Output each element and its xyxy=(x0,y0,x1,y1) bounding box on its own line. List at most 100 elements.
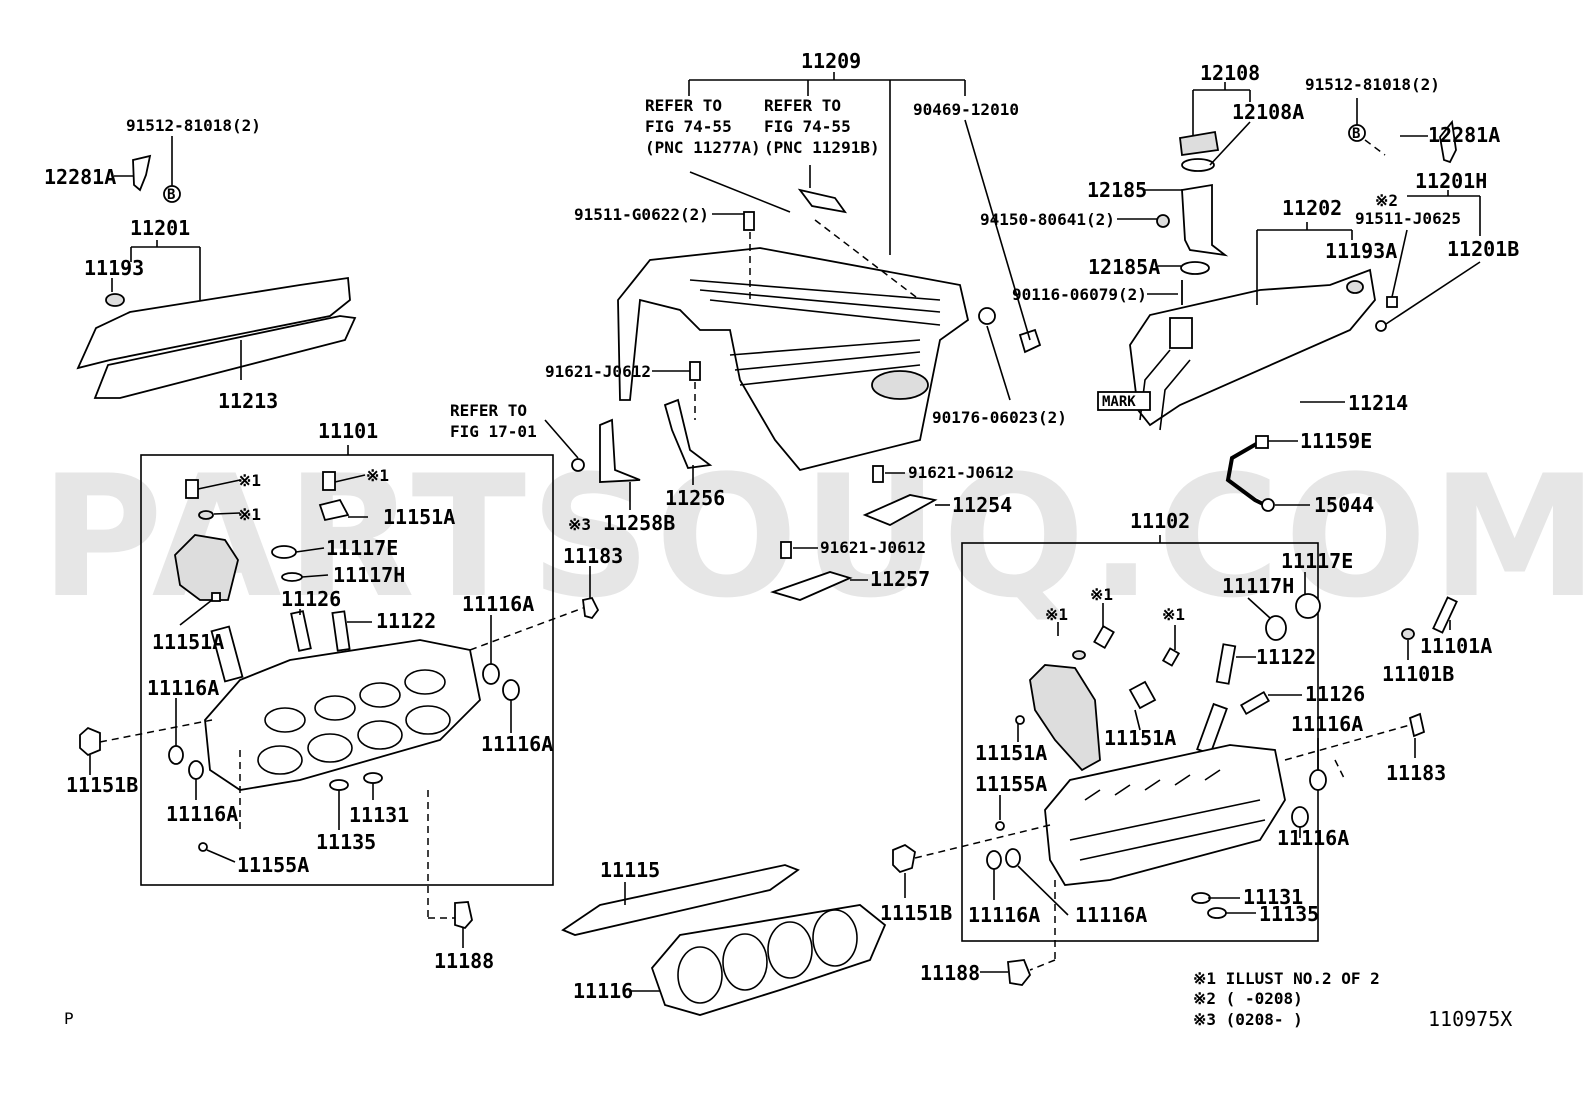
oil-cap-12108[interactable] xyxy=(1179,130,1220,157)
seal-11131-right[interactable] xyxy=(1191,892,1211,904)
label-15044: 15044 xyxy=(1314,493,1374,517)
bolt-left-a[interactable] xyxy=(185,479,199,499)
plug-11188-left[interactable] xyxy=(454,901,473,930)
seal-11151b-left[interactable] xyxy=(79,726,101,757)
gasket-11116[interactable] xyxy=(650,904,887,1016)
plug-11116a-right-c[interactable] xyxy=(1309,769,1327,791)
label-11209: 11209 xyxy=(801,49,861,73)
nut-94150[interactable] xyxy=(1156,214,1170,228)
label-91511-j0625: 91511-J0625 xyxy=(1355,209,1461,228)
plug-11151a-left[interactable] xyxy=(211,592,221,602)
label-90176: 90176-06023(2) xyxy=(932,408,1067,427)
cap-11151a-left[interactable] xyxy=(318,498,350,522)
label-11201b: 11201B xyxy=(1447,237,1519,261)
v6-emblem[interactable] xyxy=(797,188,848,214)
plug-11116a-left-b[interactable] xyxy=(188,760,204,780)
label-91511-g0622: 91511-G0622(2) xyxy=(574,205,709,224)
washer-left-a[interactable] xyxy=(198,510,214,520)
bolt-91511-j0625[interactable] xyxy=(1386,296,1398,308)
oring-11117h-left[interactable] xyxy=(281,572,303,582)
cam-housing-right[interactable] xyxy=(1029,664,1101,772)
seal-11151b-right[interactable] xyxy=(892,843,916,874)
label-11122-right: 11122 xyxy=(1256,645,1316,669)
bracket-11257[interactable] xyxy=(770,571,853,601)
plug-11188-right[interactable] xyxy=(1007,959,1032,986)
gasket-12108a[interactable] xyxy=(1181,158,1215,172)
seal-11183-right[interactable] xyxy=(1408,712,1426,738)
gasket-11213[interactable] xyxy=(93,315,357,399)
washer-right-a[interactable] xyxy=(1072,650,1086,660)
plug-11116a-left-a[interactable] xyxy=(168,745,184,765)
bolt-right-b[interactable] xyxy=(1161,647,1181,667)
label-91621-a: 91621-J0612 xyxy=(545,362,651,381)
label-11117h-right: 11117H xyxy=(1222,574,1294,598)
seal-11135-left[interactable] xyxy=(329,779,349,791)
plug-11155a-right[interactable] xyxy=(995,821,1005,831)
label-11151a-right-a: 11151A xyxy=(1104,726,1176,750)
bolt-11159e[interactable] xyxy=(1255,435,1269,449)
cylinder-head-right[interactable] xyxy=(1044,744,1286,886)
guide-11126-right[interactable] xyxy=(1240,690,1270,716)
bracket-11254[interactable] xyxy=(862,494,938,526)
head-cover-right[interactable] xyxy=(1129,268,1376,427)
plug-11116a-right-b[interactable] xyxy=(1005,848,1021,868)
plug-11151a-right[interactable] xyxy=(1015,715,1025,725)
engine-cover-11209[interactable] xyxy=(617,247,970,472)
watermark: PARTSOUQ.COM xyxy=(40,439,1592,635)
gasket-11115[interactable] xyxy=(561,864,800,936)
seal-11135-right[interactable] xyxy=(1207,907,1227,919)
union-15044[interactable] xyxy=(1261,498,1275,512)
bolt-11101a[interactable] xyxy=(1432,596,1458,634)
plug-11116a-left-c[interactable] xyxy=(482,663,500,685)
head-left-parts xyxy=(168,471,520,852)
plug-11117e-left[interactable] xyxy=(271,545,297,559)
bracket-12281a-left[interactable] xyxy=(132,154,152,192)
seal-11183-left[interactable] xyxy=(582,596,600,620)
washer-11101b[interactable] xyxy=(1401,628,1415,640)
oring-11117h-right[interactable] xyxy=(1265,615,1287,641)
plug-11155a-left[interactable] xyxy=(198,842,208,852)
cam-housing-left[interactable] xyxy=(174,534,239,601)
bolt-91621-j0612-b[interactable] xyxy=(872,465,884,483)
label-90469: 90469-12010 xyxy=(913,100,1019,119)
label-11116: 11116 xyxy=(573,979,633,1003)
pipe-left[interactable] xyxy=(210,625,244,683)
bolt-91621-j0612-a[interactable] xyxy=(689,361,701,381)
plug-11116a-right-a[interactable] xyxy=(986,850,1002,870)
grommet-11193[interactable] xyxy=(105,293,125,307)
washer-11201b[interactable] xyxy=(1375,320,1387,332)
cylinder-head-left[interactable] xyxy=(204,639,481,791)
guide-11122-right[interactable] xyxy=(1215,643,1237,685)
bracket-11258b[interactable] xyxy=(599,418,641,483)
plug-11117e-right[interactable] xyxy=(1295,593,1321,619)
bolt-left-b[interactable] xyxy=(322,471,336,491)
bracket-11256[interactable] xyxy=(663,398,713,469)
guide-11122-left[interactable] xyxy=(331,610,351,652)
clip-90469[interactable] xyxy=(1018,328,1042,354)
mark-1-left-c: ※1 xyxy=(366,466,389,485)
label-91512-right: 91512-81018(2) xyxy=(1305,75,1440,94)
oil-filler-group xyxy=(1156,130,1229,305)
bolt-right-a[interactable] xyxy=(1093,624,1115,650)
seal-11131-left[interactable] xyxy=(363,772,383,784)
frame-head-left xyxy=(140,454,554,886)
label-11116a-left-d: 11116A xyxy=(166,802,238,826)
head-cover-left[interactable] xyxy=(76,276,351,370)
guide-11126-left[interactable] xyxy=(290,610,312,652)
mark-tag xyxy=(1097,391,1151,411)
bolt-91621-j0612-c[interactable] xyxy=(780,541,792,559)
cap-11151a-right[interactable] xyxy=(1128,680,1157,710)
filler-pipe-12185[interactable] xyxy=(1181,183,1229,257)
bracket-12281a-right[interactable] xyxy=(1439,119,1457,164)
label-11116a-right-b: 11116A xyxy=(1277,826,1349,850)
plug-11116a-left-d[interactable] xyxy=(502,679,520,701)
label-11188-left: 11188 xyxy=(434,949,494,973)
grommet-90176[interactable] xyxy=(978,307,996,325)
plug-11116a-right-d[interactable] xyxy=(1291,806,1309,828)
gasket-12185a[interactable] xyxy=(1180,261,1210,275)
label-11131-right: 11131 xyxy=(1243,885,1303,909)
nut-fig-17-01[interactable] xyxy=(571,458,585,472)
bolt-91511-g0622[interactable] xyxy=(743,211,755,231)
grommet-11193a[interactable] xyxy=(1346,280,1364,294)
label-11116a-left-b: 11116A xyxy=(481,732,553,756)
